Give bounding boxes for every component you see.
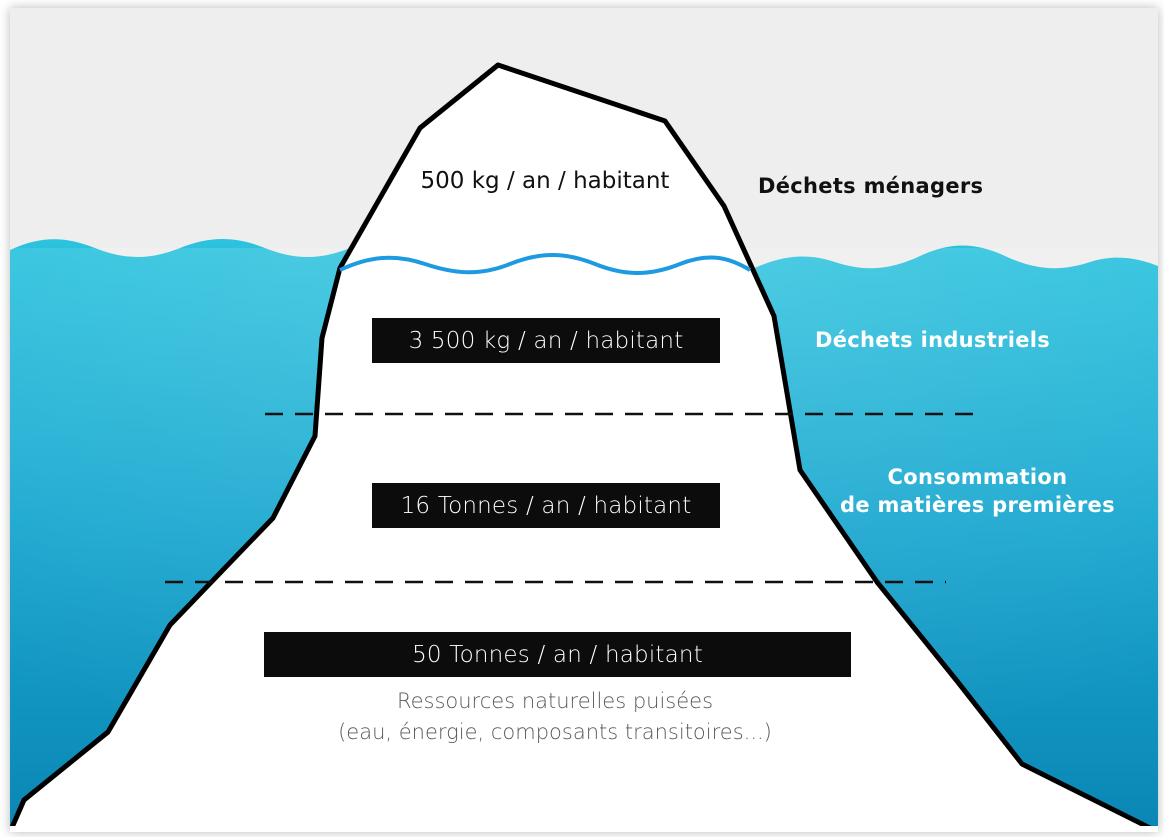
level-1-value: 500 kg / an / habitant xyxy=(420,168,670,194)
level-1-category: Déchets ménagers xyxy=(758,174,984,198)
level-3-value-box: 16 Tonnes / an / habitant xyxy=(372,483,720,528)
iceberg-diagram: 500 kg / an / habitant Déchets ménagers … xyxy=(10,8,1158,832)
level-4-value: 50 Tonnes / an / habitant xyxy=(412,641,703,668)
level-2-category: Déchets industriels xyxy=(815,328,1051,352)
level-3-category-line-1: Consommation xyxy=(887,465,1068,489)
level-2-value-box: 3 500 kg / an / habitant xyxy=(372,318,720,363)
level-3-value: 16 Tonnes / an / habitant xyxy=(400,492,692,519)
level-4-value-box: 50 Tonnes / an / habitant xyxy=(264,632,851,677)
level-2-value: 3 500 kg / an / habitant xyxy=(408,327,684,354)
waterline xyxy=(339,253,752,275)
resources-caption: Ressources naturelles puisées (eau, éner… xyxy=(260,686,850,748)
resources-line-2: (eau, énergie, composants transitoires..… xyxy=(338,720,772,744)
level-3-category-line-2: de matières premières xyxy=(840,493,1115,517)
resources-line-1: Ressources naturelles puisées xyxy=(396,689,714,713)
level-3-category: Consommation de matières premières xyxy=(840,463,1115,519)
